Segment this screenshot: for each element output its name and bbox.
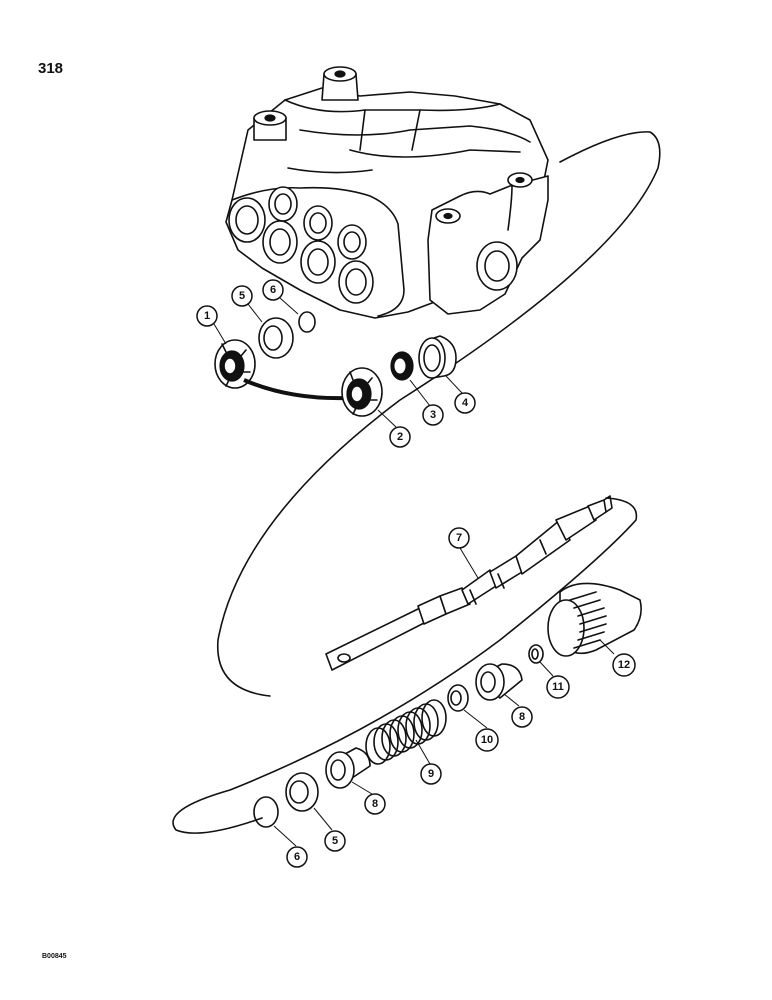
part-9-spring [365,699,447,765]
svg-text:3: 3 [430,409,436,421]
svg-text:6: 6 [270,284,276,296]
callout-8-lower: 8 [364,793,386,815]
callout-6: 6 [262,279,284,301]
svg-text:7: 7 [456,532,462,544]
callout-6-lower: 6 [286,846,308,868]
page-number: 318 [38,60,64,77]
callout-10: 10 [475,728,499,752]
part-1-retainer [214,339,256,389]
callout-5: 5 [231,285,253,307]
spring-group [253,582,642,828]
callout-1: 1 [196,305,218,327]
callout-2: 2 [389,426,411,448]
callout-5-lower: 5 [324,830,346,852]
callout-8-upper: 8 [511,706,533,728]
part-6-o-ring-lower [253,796,279,828]
part-11-ring [528,644,544,664]
callout-12: 12 [612,653,636,677]
svg-text:12: 12 [618,659,630,671]
leader-lines [213,297,615,847]
svg-text:1: 1 [204,310,210,322]
svg-text:4: 4 [462,397,469,409]
svg-text:9: 9 [428,768,434,780]
part-12-cap [547,582,642,657]
retainer-group [214,311,457,417]
part-10-washer [447,684,469,712]
part-8-seat-lower [325,747,371,789]
part-5-washer-lower [285,772,319,812]
svg-text:11: 11 [552,681,564,693]
svg-text:2: 2 [397,431,403,443]
svg-text:10: 10 [481,734,493,746]
part-8-seat-upper [475,663,523,701]
valve-body [225,66,549,319]
svg-text:5: 5 [239,290,245,302]
figure-code: B00845 [42,953,67,960]
part-4-sleeve [418,335,457,379]
svg-text:5: 5 [332,835,338,847]
valve-ports [228,186,374,304]
callout-11: 11 [546,675,570,699]
callout-7: 7 [448,527,470,549]
callout-9: 9 [420,763,442,785]
part-2-retainer [341,367,383,417]
part-5-washer [258,317,294,359]
part-3-seal [390,351,414,381]
svg-text:8: 8 [372,798,378,810]
callout-3: 3 [422,404,444,426]
link-line [243,378,351,401]
part-7-spool [325,495,613,671]
part-6-o-ring [298,311,316,333]
callout-4: 4 [454,392,476,414]
svg-text:6: 6 [294,851,300,863]
group-outline [217,131,661,697]
svg-text:8: 8 [519,711,525,723]
